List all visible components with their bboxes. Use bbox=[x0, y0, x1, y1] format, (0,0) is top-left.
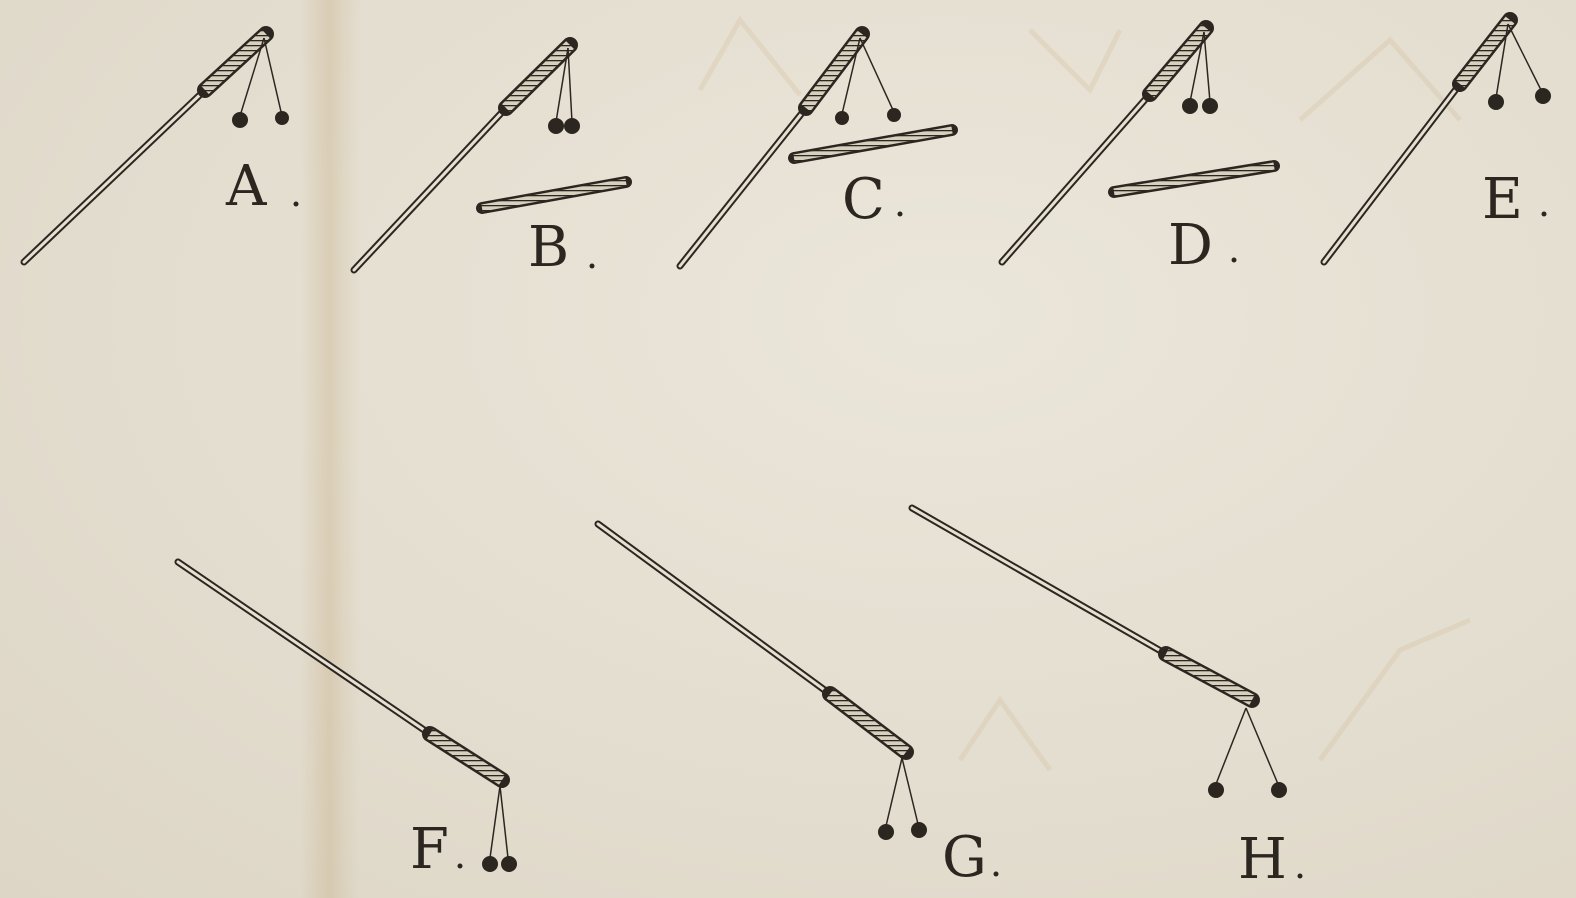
figure-label: H bbox=[1238, 827, 1288, 892]
glass-rod bbox=[788, 124, 958, 164]
figure-h: H bbox=[908, 504, 1303, 892]
label-period bbox=[1297, 873, 1303, 879]
wand bbox=[1320, 12, 1518, 266]
pith-balls bbox=[1208, 707, 1287, 798]
figure-d: D bbox=[998, 20, 1280, 278]
label-period bbox=[1541, 211, 1547, 217]
figure-a: A bbox=[20, 26, 299, 266]
label-period bbox=[993, 871, 999, 877]
glass-rod bbox=[1108, 160, 1280, 198]
label-period bbox=[293, 201, 299, 207]
figure-label: C bbox=[842, 167, 886, 232]
figure-e: E bbox=[1320, 12, 1551, 266]
glass-rod bbox=[476, 176, 632, 214]
figure-b: B bbox=[350, 37, 632, 280]
pith-balls bbox=[835, 37, 901, 125]
label-period bbox=[897, 211, 903, 217]
pith-balls bbox=[878, 757, 927, 840]
label-period bbox=[457, 863, 463, 869]
pith-balls bbox=[232, 37, 289, 128]
pith-balls bbox=[548, 47, 580, 134]
wand bbox=[676, 26, 870, 270]
pith-balls bbox=[1488, 23, 1551, 110]
paper-stains bbox=[697, 15, 1471, 772]
wand bbox=[174, 558, 510, 788]
figure-label: G bbox=[942, 825, 988, 890]
label-period bbox=[589, 263, 595, 269]
wand bbox=[594, 520, 914, 760]
figure-g: G bbox=[594, 520, 999, 890]
figure-label: E bbox=[1482, 167, 1524, 232]
wand bbox=[350, 37, 578, 274]
figure-label: F bbox=[410, 817, 450, 882]
label-period bbox=[1231, 257, 1237, 263]
figure-c: C bbox=[676, 26, 958, 270]
figure-label: D bbox=[1168, 213, 1214, 278]
figure-f: F bbox=[174, 558, 517, 882]
pith-balls bbox=[1182, 31, 1218, 114]
wand bbox=[998, 20, 1214, 266]
figure-label: A bbox=[225, 154, 267, 219]
figure-label: B bbox=[528, 215, 570, 280]
pith-balls bbox=[482, 785, 517, 872]
wand bbox=[20, 26, 274, 266]
wand bbox=[908, 504, 1260, 708]
